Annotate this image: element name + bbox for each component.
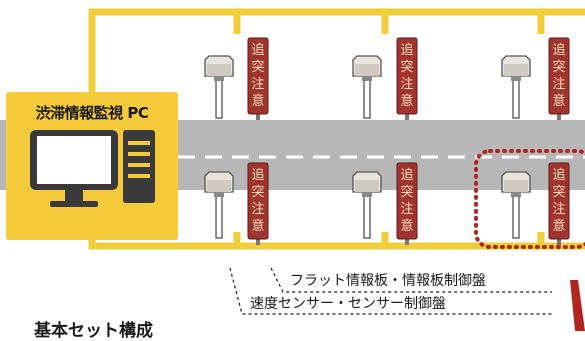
leader-board — [270, 267, 552, 293]
drive-slot-4 — [128, 174, 150, 178]
board-char: 意 — [251, 93, 264, 109]
drive-slot-1 — [128, 141, 150, 145]
monitor-neck — [65, 190, 83, 203]
board-panel — [396, 37, 418, 115]
board-char: 突 — [400, 59, 413, 75]
sensor-face — [355, 180, 379, 192]
board-char: 注 — [400, 77, 413, 92]
pc-label: 渋滞情報監視 PC — [35, 104, 149, 122]
board-panel — [548, 162, 570, 240]
speed-sensor — [204, 171, 234, 239]
board-panel — [247, 37, 269, 115]
board-char: 突 — [251, 184, 264, 200]
drive-slot-3 — [128, 163, 150, 167]
board-char: 意 — [400, 93, 413, 109]
highlight-frame — [474, 149, 585, 249]
speed-sensors — [204, 55, 531, 239]
board-panel — [548, 37, 570, 115]
board-char: 意 — [552, 93, 565, 109]
drive-slot-2 — [128, 152, 150, 156]
sensor-face — [207, 180, 231, 192]
sensor-mount — [511, 76, 521, 81]
top-cable — [88, 8, 585, 100]
board-char: 追 — [400, 42, 413, 58]
leader-lines — [229, 267, 552, 315]
sensor-face — [355, 64, 379, 76]
board-char: 注 — [552, 202, 565, 217]
board-pole — [405, 112, 409, 120]
board-char: 追 — [400, 167, 413, 183]
board-pole — [256, 237, 260, 245]
speed-sensor — [352, 55, 382, 119]
board-char: 突 — [400, 184, 413, 200]
board-char: 注 — [251, 202, 264, 217]
board-char: 突 — [552, 59, 565, 75]
sensor-mount — [362, 192, 372, 197]
board-pole — [256, 112, 260, 120]
pc-overlay — [30, 130, 155, 207]
board-pole — [557, 112, 561, 120]
board-char: 追 — [251, 167, 264, 183]
highlight-pointer — [570, 280, 585, 331]
sensor-face — [504, 180, 528, 192]
board-pole — [557, 237, 561, 245]
board-char: 追 — [251, 42, 264, 58]
board-char: 注 — [552, 77, 565, 92]
sensor-face — [207, 64, 231, 76]
sensor-mount — [214, 76, 224, 81]
monitor-screen — [37, 136, 111, 184]
board-char: 注 — [251, 77, 264, 92]
board-panel — [396, 162, 418, 240]
board-char: 注 — [400, 202, 413, 217]
board-char: 意 — [251, 218, 264, 234]
speed-sensor — [501, 171, 531, 239]
system-diagram: 追突注意追突注意追突注意追突注意追突注意追突注意 渋滞情報監視 PC フラット情… — [0, 8, 585, 341]
board-char: 意 — [552, 218, 565, 234]
sensor-mount — [362, 76, 372, 81]
board-controller-label: フラット情報板・情報板制御盤 — [290, 273, 486, 289]
board-char: 突 — [251, 59, 264, 75]
monitor-base — [50, 201, 98, 207]
board-char: 突 — [552, 184, 565, 200]
sensor-mount — [214, 192, 224, 197]
sensor-mount — [511, 192, 521, 197]
board-char: 追 — [552, 42, 565, 58]
sensor-controller-label: 速度センサー・センサー制御盤 — [250, 296, 446, 312]
board-char: 追 — [552, 167, 565, 183]
pc-illustration — [30, 130, 155, 207]
leader-sensor — [229, 267, 552, 315]
speed-sensor — [501, 55, 531, 119]
speed-sensor — [352, 171, 382, 239]
sensor-face — [504, 64, 528, 76]
board-panel — [247, 162, 269, 240]
speed-sensor — [204, 55, 234, 119]
board-pole — [405, 237, 409, 245]
board-char: 意 — [400, 218, 413, 234]
